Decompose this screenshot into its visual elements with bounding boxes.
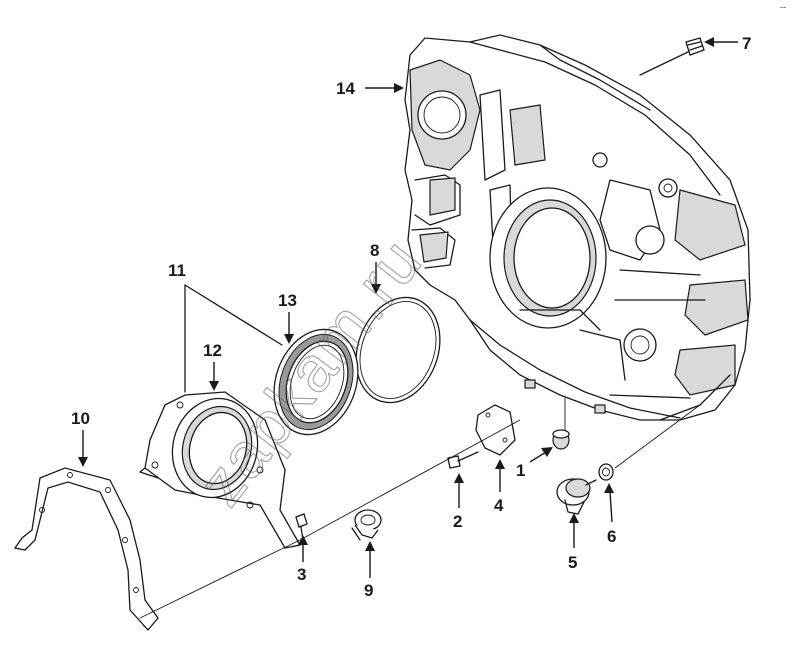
clamp-part-9 bbox=[351, 509, 382, 541]
callout-7: 7 bbox=[742, 34, 751, 53]
callout-13: 13 bbox=[278, 291, 297, 310]
callout-1: 1 bbox=[516, 461, 525, 480]
callout-9: 9 bbox=[364, 581, 373, 600]
callout-labels: 7 14 8 11 13 12 10 1 4 2 6 5 3 9 bbox=[71, 34, 751, 600]
callout-6: 6 bbox=[607, 527, 616, 546]
callout-arrows bbox=[78, 37, 738, 578]
callout-2: 2 bbox=[453, 512, 462, 531]
cover-plate-part-4 bbox=[475, 404, 516, 456]
assembly-center-lines bbox=[139, 398, 701, 619]
callout-5: 5 bbox=[568, 553, 577, 572]
screw-part-3 bbox=[295, 513, 308, 541]
flywheel-housing-part-14 bbox=[404, 34, 751, 421]
small-bolt-part-2 bbox=[447, 451, 479, 469]
seal-ring-part-13 bbox=[273, 328, 359, 436]
callout-12: 12 bbox=[203, 341, 222, 360]
callout-10: 10 bbox=[71, 409, 90, 428]
plug-part-1 bbox=[552, 429, 570, 450]
callout-11: 11 bbox=[168, 261, 186, 280]
seal-housing-part-12 bbox=[139, 391, 302, 549]
callout-4: 4 bbox=[494, 496, 504, 515]
bolt-part-7 bbox=[639, 37, 705, 76]
callout-11-bracket bbox=[184, 284, 283, 393]
washer-part-6 bbox=[598, 463, 614, 481]
callout-14: 14 bbox=[336, 79, 355, 98]
o-ring-part-8 bbox=[355, 296, 441, 404]
callout-3: 3 bbox=[297, 565, 306, 584]
corner-mark: -- bbox=[780, 2, 786, 12]
gasket-part-10 bbox=[13, 467, 159, 631]
callout-8: 8 bbox=[370, 241, 379, 260]
drain-plug-part-5 bbox=[556, 478, 597, 515]
